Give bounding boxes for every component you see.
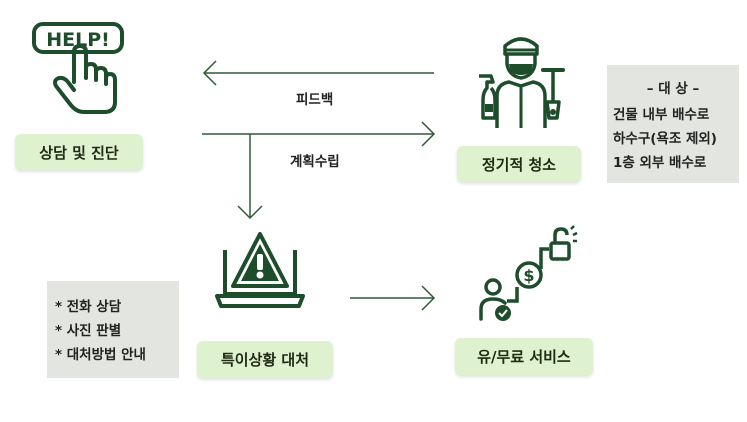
note-special-line: * 대처방법 안내 [55,347,146,363]
help-sign-text: HELP! [46,29,110,51]
dollar-sign: $ [523,266,534,285]
note-regular-title: – 대 상 – [646,81,700,97]
note-special: * 전화 상담 * 사진 판별 * 대처방법 안내 [47,281,179,378]
node-service: 유/무료 서비스 [455,338,593,375]
note-regular-line: 하수구(욕조 제외) [613,131,717,147]
note-regular-line: 1층 외부 배수로 [613,155,707,171]
node-regular: 정기적 청소 [457,146,581,182]
planning-label: 계획수립 [290,154,340,170]
special-to-service-arrow [350,285,436,311]
person-dollar-lock-icon: $ [479,225,578,321]
help-hand-icon: HELP! [32,22,124,114]
cleaner-person-icon [479,37,565,128]
note-regular: – 대 상 – 건물 내부 배수로 하수구(욕조 제외) 1층 외부 배수로 [607,65,739,183]
feedback-arrow [202,60,434,86]
node-consult: 상담 및 진단 [15,134,143,170]
down-arrow [237,134,263,220]
note-special-line: * 사진 판별 [55,323,122,339]
node-special: 특이상황 대처 [197,341,333,378]
feedback-label: 피드백 [296,92,334,108]
note-special-line: * 전화 상담 [55,299,122,315]
laptop-warning-icon [215,232,305,308]
planning-arrow [202,121,436,147]
note-regular-line: 건물 내부 배수로 [613,107,710,123]
